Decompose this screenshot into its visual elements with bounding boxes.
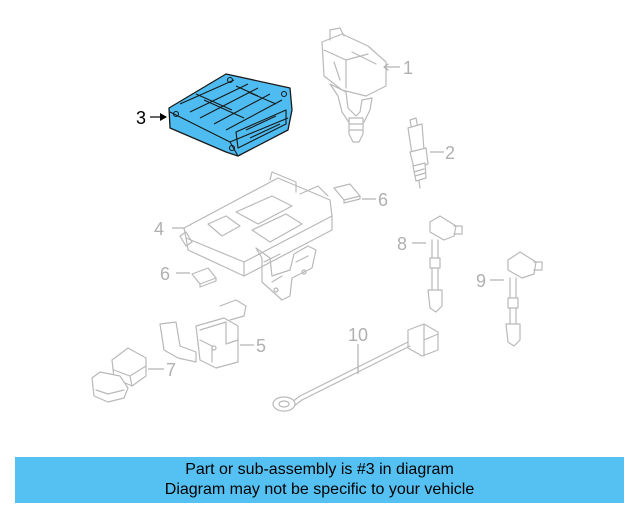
part-6-pad-lower xyxy=(191,267,217,288)
part-4-mounting-bracket xyxy=(179,171,333,301)
part-10-cable-connector xyxy=(272,323,439,412)
part-1-ignition-coil xyxy=(321,27,387,143)
callout-1: 1 xyxy=(403,58,413,78)
parts-diagram: 1 2 3 4 xyxy=(91,27,543,412)
callout-6a: 6 xyxy=(378,190,388,210)
callout-3: 3 xyxy=(136,108,146,128)
arrow-head-3 xyxy=(160,113,167,121)
banner-line-2: Diagram may not be specific to your vehi… xyxy=(164,481,475,498)
info-banner: Part or sub-assembly is #3 in diagram Di… xyxy=(15,457,624,503)
banner-line-1: Part or sub-assembly is #3 in diagram xyxy=(185,461,454,478)
callout-9: 9 xyxy=(476,271,486,291)
part-8-sensor-lead xyxy=(427,215,463,313)
callout-8: 8 xyxy=(397,234,407,254)
callout-6b: 6 xyxy=(160,264,170,284)
callout-5: 5 xyxy=(256,336,266,356)
callout-10: 10 xyxy=(348,325,368,345)
part-3-engine-control-module xyxy=(168,73,293,157)
part-9-sensor-lead xyxy=(505,251,543,347)
callout-7: 7 xyxy=(166,360,176,380)
part-5-module-bracket xyxy=(159,299,247,369)
part-2-spark-plug xyxy=(407,117,429,189)
part-6-pad-upper xyxy=(333,183,361,204)
callout-4: 4 xyxy=(154,219,164,239)
part-7-sensor xyxy=(91,347,147,403)
callout-2: 2 xyxy=(445,143,455,163)
